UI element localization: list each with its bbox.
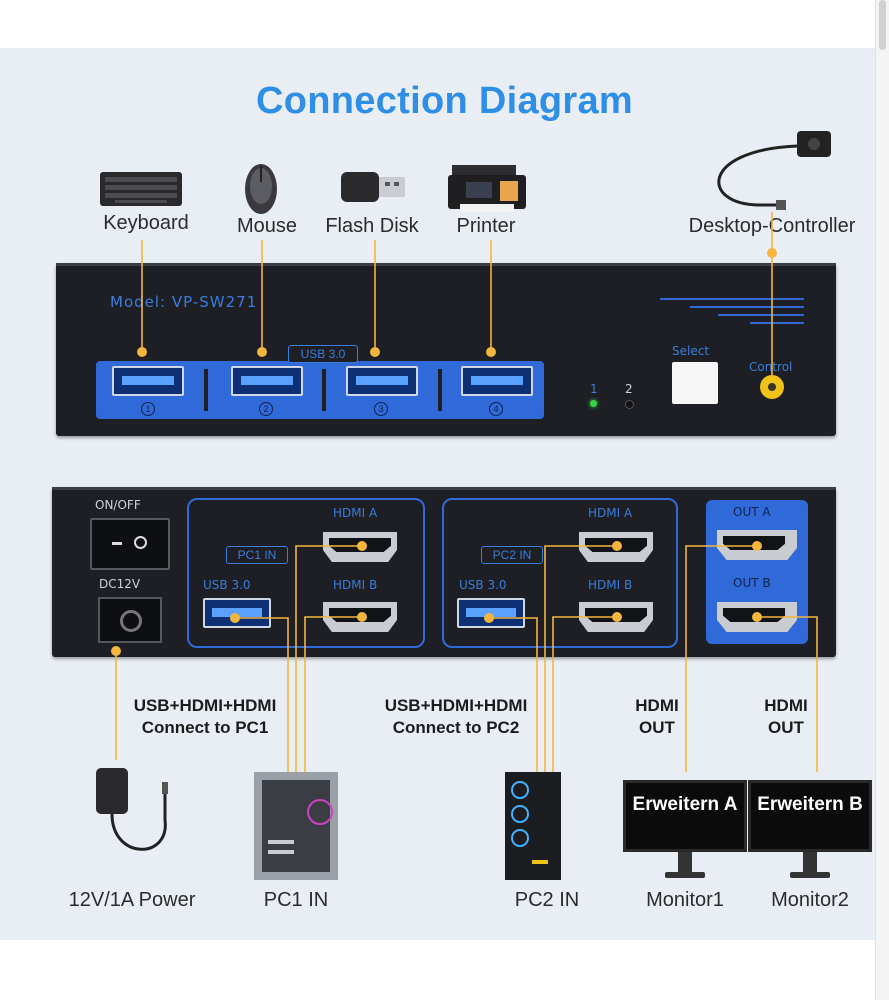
switch-on-mark bbox=[112, 542, 122, 545]
monitor1-base bbox=[665, 872, 705, 878]
keyboard-icon bbox=[100, 172, 182, 206]
front-usb-port-3[interactable] bbox=[346, 366, 418, 396]
port-number-3: 3 bbox=[374, 402, 388, 416]
pc2-usb-label: USB 3.0 bbox=[459, 578, 507, 592]
power-switch[interactable] bbox=[90, 518, 170, 570]
wire-pc1-hdmi-b bbox=[304, 616, 362, 790]
deco-stripe bbox=[660, 298, 804, 300]
pc2-in-tag: PC2 IN bbox=[481, 546, 543, 564]
monitor2-base bbox=[790, 872, 830, 878]
port-number-4: 4 bbox=[489, 402, 503, 416]
switch-off-mark bbox=[134, 536, 147, 549]
pc1-in-tag: PC1 IN bbox=[226, 546, 288, 564]
wire-pc1-hdmi-a bbox=[295, 545, 362, 790]
select-label: Select bbox=[672, 344, 710, 358]
control-label: Control bbox=[749, 360, 793, 374]
keyboard-label: Keyboard bbox=[103, 212, 189, 234]
hdmi-out-2-label: HDMI OUT bbox=[764, 696, 808, 737]
dc12v-label: DC12V bbox=[99, 577, 141, 591]
led-2-indicator bbox=[625, 400, 634, 409]
rear-panel bbox=[52, 487, 836, 657]
port-separator bbox=[438, 369, 442, 411]
on-off-label: ON/OFF bbox=[95, 498, 141, 512]
out-a-label: OUT A bbox=[733, 505, 771, 519]
out-b-label: OUT B bbox=[733, 576, 771, 590]
deco-stripe bbox=[718, 314, 804, 316]
flash-disk-label: Flash Disk bbox=[325, 215, 419, 237]
pc1-hdmi-b-label: HDMI B bbox=[333, 578, 378, 592]
monitor2-screen: Erweitern B bbox=[748, 780, 872, 852]
port-number-2: 2 bbox=[259, 402, 273, 416]
deco-stripe bbox=[750, 322, 804, 324]
led-1-indicator bbox=[590, 400, 597, 407]
front-usb-port-2[interactable] bbox=[231, 366, 303, 396]
model-label: Model: VP-SW271 bbox=[110, 293, 258, 311]
deco-stripe bbox=[690, 306, 804, 308]
flash-disk-icon bbox=[341, 172, 405, 202]
wire-pc1-usb bbox=[235, 617, 289, 790]
select-button[interactable] bbox=[672, 362, 718, 404]
printer-label: Printer bbox=[456, 215, 516, 237]
pc1-hdmi-a-label: HDMI A bbox=[333, 506, 378, 520]
pc1-label: PC1 IN bbox=[263, 889, 329, 911]
pc1-tower-icon bbox=[254, 772, 338, 880]
wire-out-b bbox=[757, 616, 818, 772]
wire-pc2-usb bbox=[489, 617, 538, 790]
mouse-label: Mouse bbox=[236, 215, 298, 237]
usb-3-tag: USB 3.0 bbox=[288, 345, 358, 363]
desktop-controller-icon bbox=[717, 131, 831, 210]
front-usb-port-1[interactable] bbox=[112, 366, 184, 396]
pc1-usb-label: USB 3.0 bbox=[203, 578, 251, 592]
monitor2-label: Monitor2 bbox=[771, 889, 849, 911]
monitor2-stand bbox=[803, 852, 817, 874]
control-port[interactable] bbox=[760, 375, 784, 399]
port-number-1: 1 bbox=[141, 402, 155, 416]
pc2-connection-label: USB+HDMI+HDMI Connect to PC2 bbox=[384, 696, 528, 737]
power-adapter-icon bbox=[96, 768, 168, 851]
wire-pc2-hdmi-b bbox=[552, 616, 617, 790]
port-separator bbox=[322, 369, 326, 411]
pc1-usb-port[interactable] bbox=[203, 598, 271, 628]
front-usb-port-4[interactable] bbox=[461, 366, 533, 396]
scrollbar-thumb[interactable] bbox=[879, 0, 886, 50]
wire-pc2-hdmi-a bbox=[544, 545, 617, 790]
dc-power-jack[interactable] bbox=[98, 597, 162, 643]
pc1-connection-label: USB+HDMI+HDMI Connect to PC1 bbox=[133, 696, 277, 737]
monitor1-label: Monitor1 bbox=[646, 889, 724, 911]
pc1-input-group bbox=[187, 498, 425, 648]
pc2-label: PC2 IN bbox=[514, 889, 580, 911]
scrollbar[interactable] bbox=[875, 0, 889, 1000]
pc2-hdmi-b-label: HDMI B bbox=[588, 578, 633, 592]
diagram-title: Connection Diagram bbox=[256, 80, 633, 122]
monitor1-stand bbox=[678, 852, 692, 874]
wire-out-a bbox=[685, 545, 757, 772]
port-separator bbox=[204, 369, 208, 411]
pc2-input-group bbox=[442, 498, 678, 648]
led-2-label: 2 bbox=[625, 382, 633, 396]
led-1-label: 1 bbox=[590, 382, 598, 396]
monitor1-screen: Erweitern A bbox=[623, 780, 747, 852]
pc2-usb-port[interactable] bbox=[457, 598, 525, 628]
power-label: 12V/1A Power bbox=[68, 889, 196, 911]
printer-icon bbox=[448, 165, 526, 212]
pc2-tower-icon bbox=[505, 772, 561, 880]
hdmi-out-1-label: HDMI OUT bbox=[635, 696, 679, 737]
mouse-icon bbox=[245, 164, 277, 214]
pc2-hdmi-a-label: HDMI A bbox=[588, 506, 633, 520]
